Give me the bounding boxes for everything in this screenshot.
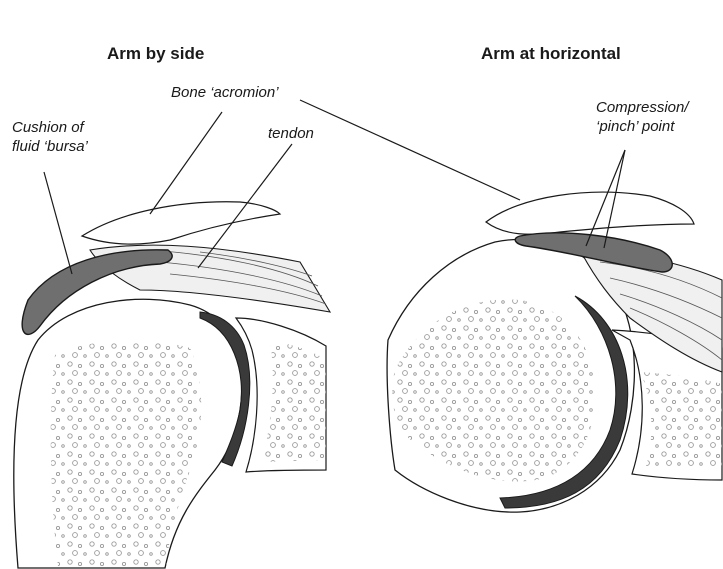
label-compression-line1: Compression/ xyxy=(596,98,689,117)
label-bone-acromion: Bone ‘acromion’ xyxy=(171,83,279,102)
leader-acromion-left xyxy=(150,112,222,214)
label-cushion-bursa: Cushion of fluid ‘bursa’ xyxy=(12,118,88,156)
label-compression-line2: ‘pinch’ point xyxy=(596,117,689,136)
left-shoulder xyxy=(14,202,330,568)
leader-bursa xyxy=(44,172,72,274)
right-glenoid-spongy xyxy=(640,372,722,470)
left-acromion xyxy=(82,202,280,244)
label-compression-pinch: Compression/ ‘pinch’ point xyxy=(596,98,689,136)
label-cushion-line2: fluid ‘bursa’ xyxy=(12,137,88,156)
heading-arm-by-side: Arm by side xyxy=(107,44,204,64)
heading-arm-at-horizontal: Arm at horizontal xyxy=(481,44,621,64)
label-tendon: tendon xyxy=(268,124,314,143)
label-cushion-line1: Cushion of xyxy=(12,118,88,137)
right-shoulder xyxy=(387,192,722,512)
left-spongy-bone xyxy=(51,340,202,566)
leader-acromion-right xyxy=(300,100,520,200)
